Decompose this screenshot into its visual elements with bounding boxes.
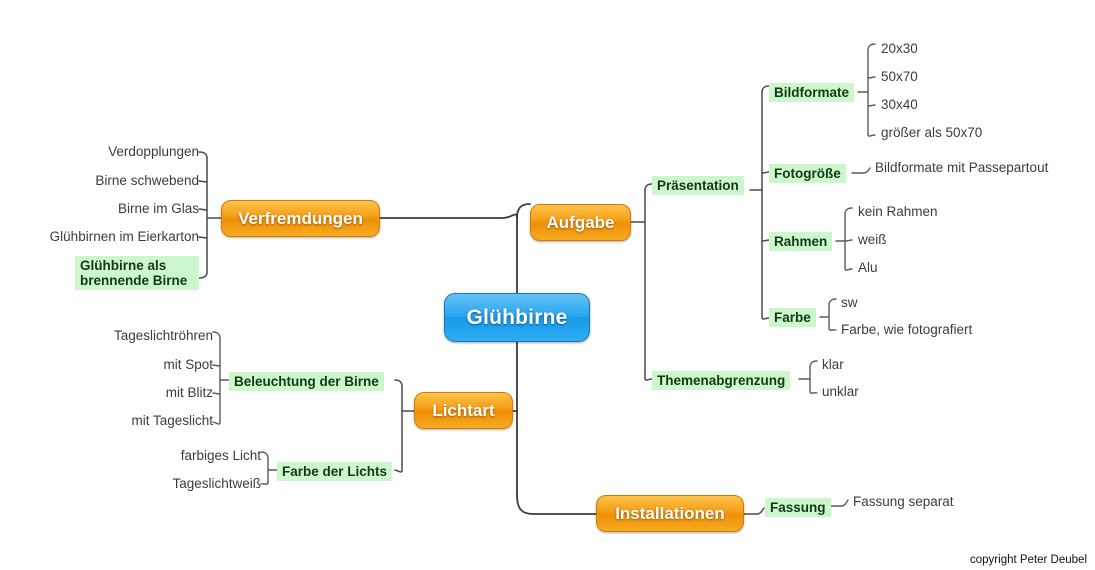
node-beleuchtung-der-birne[interactable]: Beleuchtung der Birne <box>229 372 384 391</box>
central-node-gluehbirne[interactable]: Glühbirne <box>444 293 590 342</box>
leaf-line-2: brennende Birne <box>80 273 188 288</box>
leaf-verdopplungen[interactable]: Verdopplungen <box>108 144 199 159</box>
leaf-weiss[interactable]: weiß <box>858 232 887 247</box>
leaf-gluehbirne-als-brennende-birne[interactable]: Glühbirne als brennende Birne <box>75 256 199 290</box>
leaf-50x70[interactable]: 50x70 <box>881 69 918 84</box>
branch-node-aufgabe[interactable]: Aufgabe <box>530 204 631 241</box>
leaf-30x40[interactable]: 30x40 <box>881 97 918 112</box>
leaf-mit-tageslicht[interactable]: mit Tageslicht <box>131 413 213 428</box>
copyright-notice: copyright Peter Deubel <box>970 554 1087 566</box>
leaf-alu[interactable]: Alu <box>858 260 878 275</box>
node-fassung[interactable]: Fassung <box>765 498 831 517</box>
branch-node-verfremdungen[interactable]: Verfremdungen <box>221 200 380 237</box>
leaf-gluehbirnen-im-eierkarton[interactable]: Glühbirnen im Eierkarton <box>49 229 199 244</box>
leaf-20x30[interactable]: 20x30 <box>881 41 918 56</box>
node-praesentation[interactable]: Präsentation <box>652 176 744 195</box>
leaf-mit-blitz[interactable]: mit Blitz <box>165 385 213 400</box>
leaf-fassung-separat[interactable]: Fassung separat <box>853 494 954 509</box>
branch-node-lichtart[interactable]: Lichtart <box>414 392 513 429</box>
leaf-kein-rahmen[interactable]: kein Rahmen <box>858 204 938 219</box>
leaf-farbiges-licht[interactable]: farbiges Licht <box>180 448 261 463</box>
leaf-line-1: Glühbirne als <box>80 258 167 273</box>
leaf-bildformate-mit-passepartout[interactable]: Bildformate mit Passepartout <box>875 160 1049 175</box>
leaf-birne-im-glas[interactable]: Birne im Glas <box>117 201 199 216</box>
node-bildformate[interactable]: Bildformate <box>769 83 855 102</box>
node-farbe[interactable]: Farbe <box>769 308 816 327</box>
leaf-birne-schwebend[interactable]: Birne schwebend <box>95 173 199 188</box>
node-fotogroesse[interactable]: Fotogröße <box>769 164 846 183</box>
leaf-farbe-wie-fotografiert[interactable]: Farbe, wie fotografiert <box>841 322 973 337</box>
node-rahmen[interactable]: Rahmen <box>769 232 833 251</box>
leaf-tageslichtweiss[interactable]: Tageslichtweiß <box>172 476 261 491</box>
leaf-unklar[interactable]: unklar <box>822 384 859 399</box>
branch-node-installationen[interactable]: Installationen <box>596 495 744 532</box>
node-farbe-der-lichts[interactable]: Farbe der Lichts <box>277 462 393 481</box>
leaf-groesser-als-50x70[interactable]: größer als 50x70 <box>881 125 983 140</box>
node-themenabgrenzung[interactable]: Themenabgrenzung <box>652 371 791 390</box>
leaf-tageslichtroehren[interactable]: Tageslichtröhren <box>113 328 213 343</box>
leaf-sw[interactable]: sw <box>841 295 858 310</box>
leaf-mit-spot[interactable]: mit Spot <box>163 357 213 372</box>
leaf-klar[interactable]: klar <box>822 357 844 372</box>
